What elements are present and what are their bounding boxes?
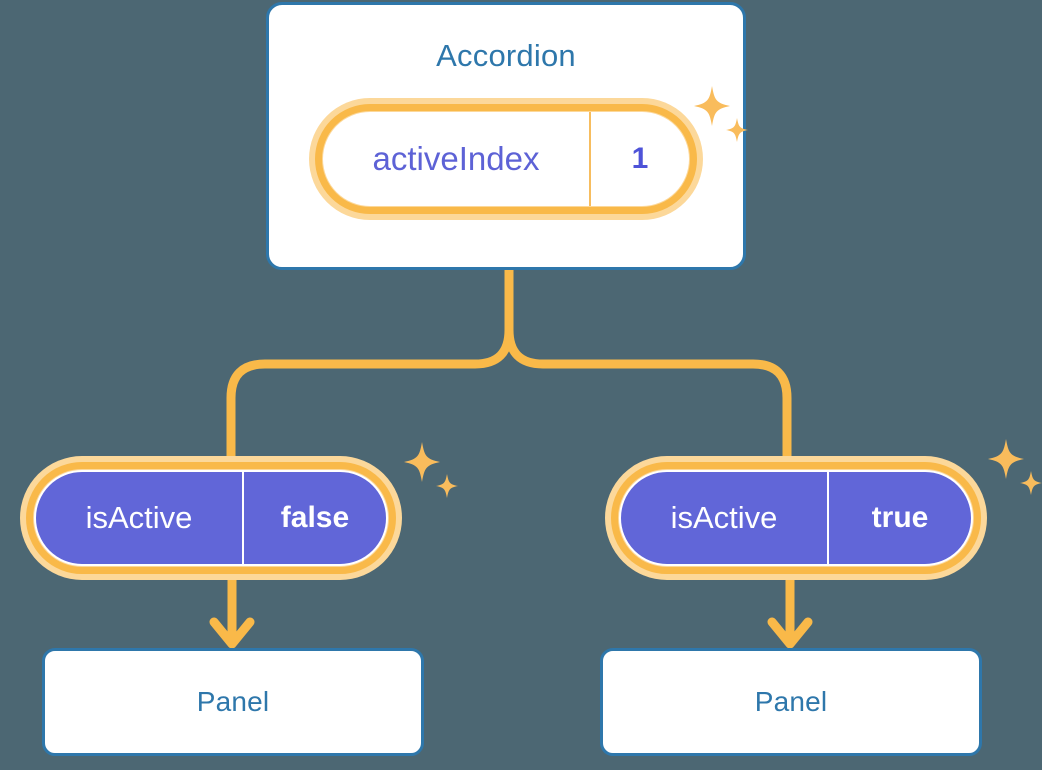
arrow-left-head — [209, 617, 255, 649]
component-card-panel-left[interactable]: Panel — [42, 648, 424, 756]
pill-inner: isActive false — [34, 470, 388, 566]
panel-title: Panel — [196, 686, 270, 717]
state-value-label: 1 — [631, 142, 649, 175]
state-pill-active-index[interactable]: activeIndex 1 — [309, 98, 703, 220]
pill-inner: isActive true — [619, 470, 973, 566]
state-key-label: isActive — [36, 472, 244, 564]
branch-left — [226, 325, 514, 461]
pill-inner: activeIndex 1 — [323, 112, 689, 206]
panel-title: Panel — [754, 686, 828, 717]
component-card-panel-right[interactable]: Panel — [600, 648, 982, 756]
state-pill-is-active-false[interactable]: isActive false — [20, 456, 402, 580]
arrow-right-head — [767, 617, 813, 649]
state-pill-is-active-true[interactable]: isActive true — [605, 456, 987, 580]
state-key-label: activeIndex — [323, 112, 591, 206]
state-key-label: isActive — [621, 472, 829, 564]
page-title: Accordion — [436, 38, 576, 73]
state-value-label: false — [280, 501, 350, 534]
branch-right — [504, 325, 792, 461]
state-value-label: true — [871, 501, 929, 534]
